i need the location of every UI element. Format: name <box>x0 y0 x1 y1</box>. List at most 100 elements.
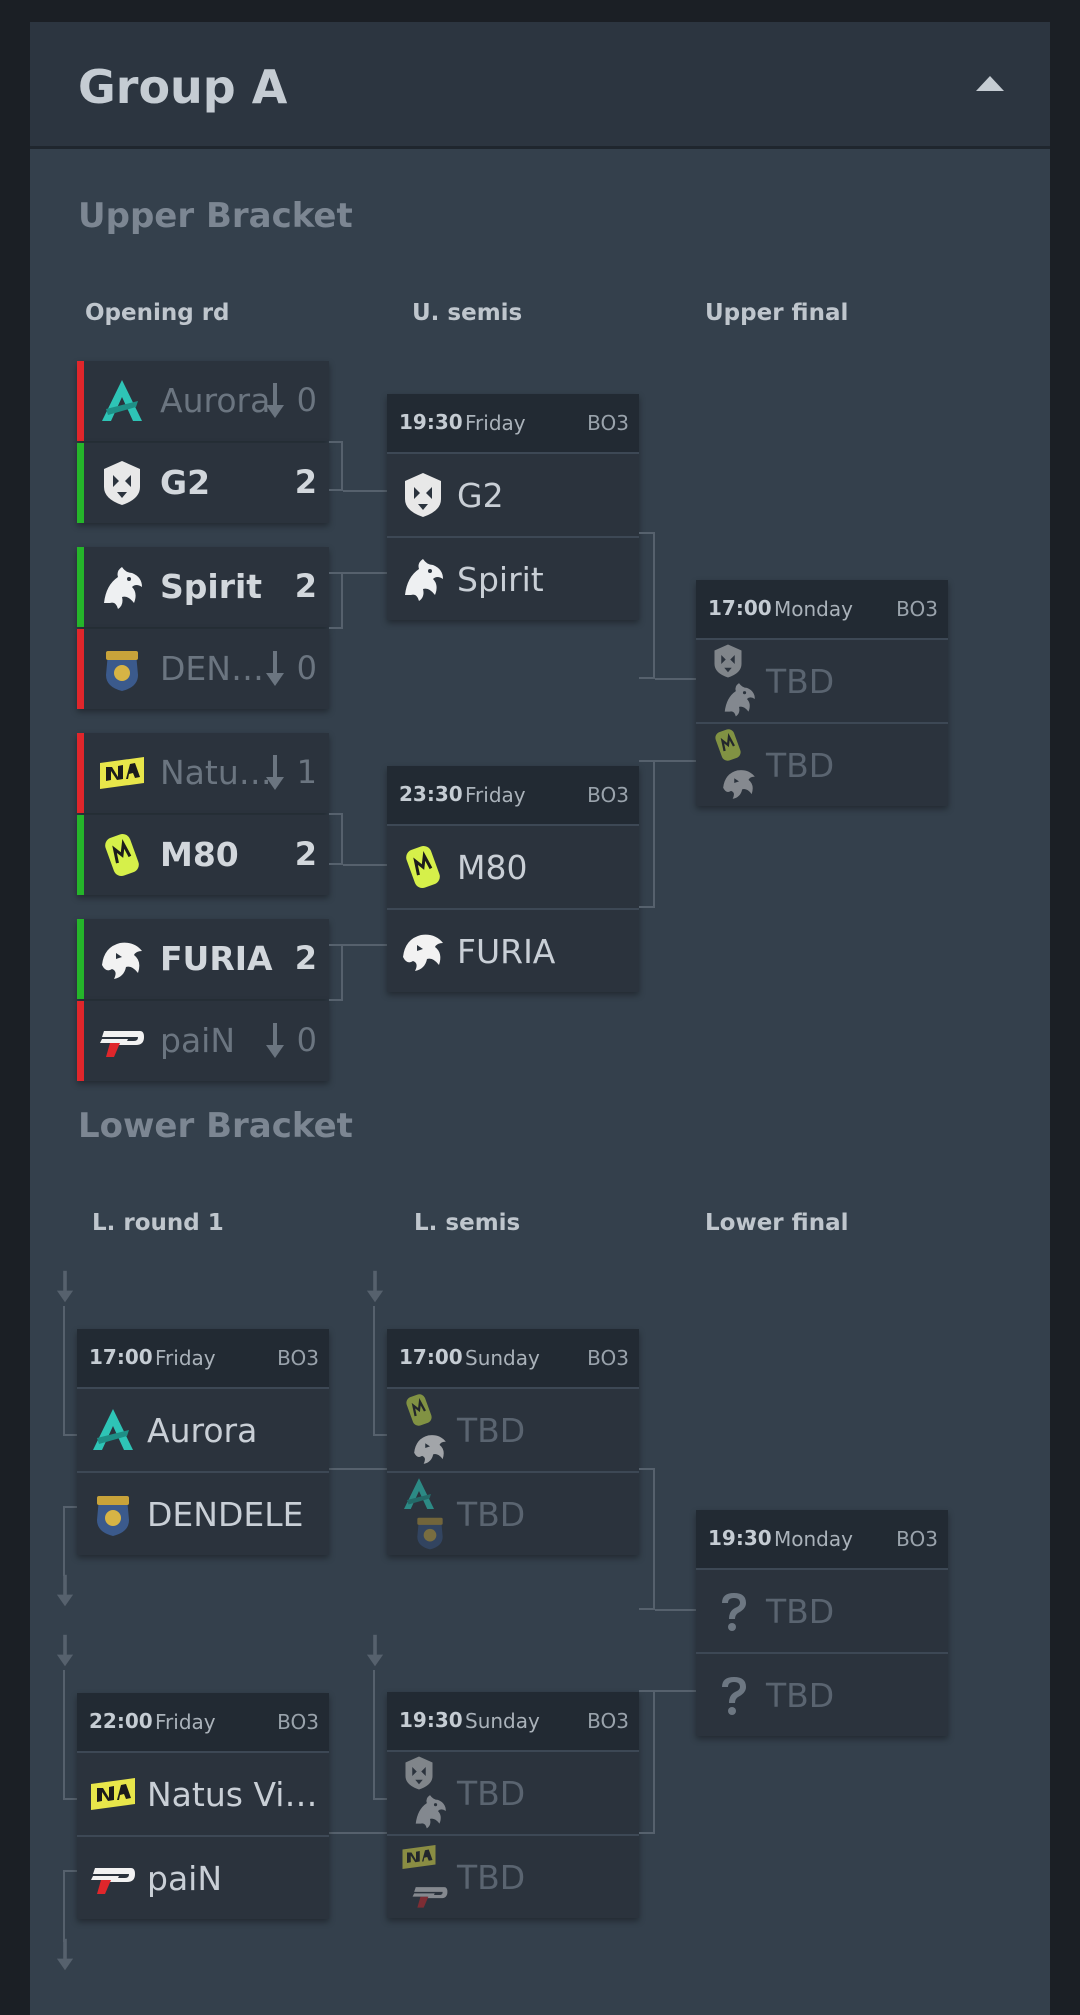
match-team-row[interactable]: TBD <box>696 722 948 806</box>
match-team-row[interactable]: TBD <box>387 1834 639 1918</box>
question-mark-icon <box>708 1587 756 1635</box>
down-arrow-icon <box>265 1023 285 1059</box>
feed-line <box>63 1306 65 1434</box>
match-team-row[interactable]: FURIA <box>387 908 639 992</box>
team-name: G2 <box>160 463 211 502</box>
bracket-connector <box>343 864 387 866</box>
team-score: 0 <box>296 649 317 687</box>
match-day: Friday <box>155 1346 216 1370</box>
match-format: BO3 <box>896 597 938 621</box>
match-header: 19:30 Monday BO3 <box>696 1510 948 1568</box>
match-time: 19:30 <box>399 1708 463 1732</box>
team-name: DENDELE <box>147 1495 304 1534</box>
navi-logo-icon <box>98 749 146 797</box>
match-team-row[interactable]: Natus Vi… <box>77 1751 329 1835</box>
opening-team-slot[interactable]: Spirit 2 <box>77 547 329 627</box>
opening-team-slot[interactable]: FURIA 2 <box>77 919 329 999</box>
team-name: paiN <box>147 1859 223 1898</box>
lower-bracket-title: Lower Bracket <box>78 1106 353 1146</box>
group-header[interactable]: Group A <box>30 22 1050 149</box>
match-header: 17:00 Sunday BO3 <box>387 1329 639 1387</box>
opening-team-slot[interactable]: DEN… 0 <box>77 629 329 709</box>
collapse-caret-icon[interactable] <box>976 76 1004 91</box>
match-team-row[interactable]: M80 <box>387 824 639 908</box>
round-label-lower-final: Lower final <box>705 1210 849 1236</box>
round-label-upper-final: Upper final <box>705 300 849 326</box>
down-arrow-icon <box>265 755 285 791</box>
opening-team-slot[interactable]: Aurora 0 <box>77 361 329 441</box>
match-team-row[interactable]: paiN <box>77 1835 329 1919</box>
match-format: BO3 <box>587 411 629 435</box>
match-team-row[interactable]: TBD <box>696 1568 948 1652</box>
furia-logo-icon <box>720 764 758 802</box>
round-label-lower-semis: L. semis <box>414 1210 521 1236</box>
match-time: 17:00 <box>89 1345 153 1369</box>
navi-logo-icon <box>89 1770 137 1818</box>
match-card-lower-r1-2[interactable]: 22:00 Friday BO3 Natus Vi… paiN <box>77 1693 329 1919</box>
feed-line <box>373 1670 375 1798</box>
feed-line <box>63 1798 77 1800</box>
bracket-connector <box>343 572 387 574</box>
team-score: 2 <box>294 463 317 501</box>
feed-line <box>373 1798 387 1800</box>
upper-bracket-title: Upper Bracket <box>78 196 353 236</box>
g2-logo-icon <box>98 459 146 507</box>
bracket-connector <box>655 1690 696 1692</box>
aurora-logo-icon <box>401 1476 437 1512</box>
pain-logo-icon <box>98 1017 146 1065</box>
match-card-upper-final[interactable]: 17:00 Monday BO3 TBD TBD <box>696 580 948 806</box>
aurora-logo-icon <box>89 1406 137 1454</box>
group-title: Group A <box>78 60 288 114</box>
match-day: Friday <box>465 783 526 807</box>
opening-team-slot[interactable]: Natu… 1 <box>77 733 329 813</box>
match-time: 19:30 <box>399 410 463 434</box>
match-card-lower-r1-1[interactable]: 17:00 Friday BO3 Aurora DENDELE <box>77 1329 329 1555</box>
match-team-row[interactable]: G2 <box>387 452 639 536</box>
match-team-row[interactable]: TBD <box>387 1750 639 1834</box>
match-card-lower-semi-2[interactable]: 19:30 Sunday BO3 TBD TBD <box>387 1692 639 1918</box>
spirit-logo-icon <box>411 1792 449 1830</box>
team-score: 0 <box>296 1021 317 1059</box>
match-team-row[interactable]: TBD <box>387 1471 639 1555</box>
down-arrow-icon <box>366 1268 384 1306</box>
match-team-row[interactable]: TBD <box>696 1652 948 1736</box>
match-card-upper-semi-1[interactable]: 19:30 Friday BO3 G2 Spirit <box>387 394 639 620</box>
round-label-lower-round1: L. round 1 <box>92 1210 224 1236</box>
m80-logo-icon <box>98 831 146 879</box>
pain-logo-icon <box>89 1854 137 1902</box>
bracket-connector <box>639 1468 655 1610</box>
match-card-lower-final[interactable]: 19:30 Monday BO3 TBD TBD <box>696 1510 948 1736</box>
team-name: Aurora <box>147 1411 258 1450</box>
match-team-row[interactable]: TBD <box>696 638 948 722</box>
feed-line <box>373 1306 375 1434</box>
match-team-row[interactable]: Spirit <box>387 536 639 620</box>
opening-team-slot[interactable]: G2 2 <box>77 443 329 523</box>
team-name: TBD <box>766 1676 835 1715</box>
team-name: Spirit <box>457 560 544 599</box>
match-card-lower-semi-1[interactable]: 17:00 Sunday BO3 TBD TBD <box>387 1329 639 1555</box>
match-format: BO3 <box>896 1527 938 1551</box>
dendele-logo-icon <box>89 1490 137 1538</box>
match-format: BO3 <box>587 783 629 807</box>
match-team-row[interactable]: DENDELE <box>77 1471 329 1555</box>
furia-logo-icon <box>98 935 146 983</box>
spirit-logo-icon <box>399 555 447 603</box>
team-score: 0 <box>296 381 317 419</box>
match-card-upper-semi-2[interactable]: 23:30 Friday BO3 M80 FURIA <box>387 766 639 992</box>
feed-line <box>373 1434 387 1436</box>
match-team-row[interactable]: Aurora <box>77 1387 329 1471</box>
match-header: 19:30 Sunday BO3 <box>387 1692 639 1750</box>
match-team-row[interactable]: TBD <box>387 1387 639 1471</box>
bracket-connector <box>329 944 343 1001</box>
furia-logo-icon <box>411 1429 449 1467</box>
match-header: 23:30 Friday BO3 <box>387 766 639 824</box>
match-day: Friday <box>155 1710 216 1734</box>
match-time: 17:00 <box>708 596 772 620</box>
team-name: DEN… <box>160 649 264 688</box>
question-mark-icon <box>708 1671 756 1719</box>
opening-team-slot[interactable]: M80 2 <box>77 815 329 895</box>
match-day: Monday <box>774 597 853 621</box>
dendele-logo-icon <box>411 1513 449 1551</box>
opening-team-slot[interactable]: paiN 0 <box>77 1001 329 1081</box>
match-header: 17:00 Friday BO3 <box>77 1329 329 1387</box>
